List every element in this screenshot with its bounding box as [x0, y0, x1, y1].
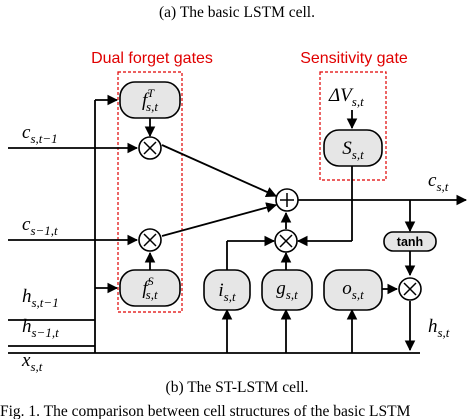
forget-gate-time-node	[119, 81, 181, 119]
candidate-label: gs,t	[276, 278, 298, 302]
dual-forget-gates-title: Dual forget gates	[91, 50, 213, 67]
figure-footer: Fig. 1. The comparison between cell stru…	[0, 403, 411, 419]
input-c-prev-time-label: cs,t−1	[22, 122, 58, 146]
candidate-node	[261, 269, 313, 311]
sensitivity-gate-title: Sensitivity gate	[300, 50, 408, 67]
multiply-icon	[274, 229, 298, 253]
input-gate-label: is,t	[218, 280, 236, 304]
multiply-icon	[398, 277, 422, 301]
tanh-label: tanh	[397, 235, 423, 249]
wire-mul-bottom-to-sum	[161, 202, 278, 237]
sensitivity-gate-label: Ss,t	[342, 138, 364, 162]
input-delta-v-label: ΔVs,t	[328, 85, 364, 109]
wire-mul-top-to-sum	[161, 144, 277, 197]
input-c-prev-space-label: cs−1,t	[22, 214, 58, 238]
forget-gate-space-node	[119, 269, 181, 307]
multiply-icon	[138, 228, 162, 252]
multiply-icon	[138, 136, 162, 160]
output-gate-node	[323, 269, 383, 311]
input-h-prev-time-label: hs,t−1	[22, 286, 59, 310]
output-c-label: cs,t	[428, 170, 449, 194]
caption-top: (a) The basic LSTM cell.	[159, 4, 315, 21]
sensitivity-gate-node	[323, 129, 383, 167]
plus-icon	[275, 188, 299, 212]
dual-forget-gates-box	[117, 71, 183, 313]
input-h-prev-space-label: hs−1,t	[22, 316, 59, 340]
tanh-node	[383, 231, 437, 252]
caption-bottom: (b) The ST-LSTM cell.	[166, 379, 309, 396]
input-x-label: xs,t	[21, 350, 43, 374]
input-gate-node	[203, 269, 251, 311]
output-gate-label: os,t	[342, 278, 364, 302]
output-h-label: hs,t	[428, 316, 450, 340]
sensitivity-gate-box	[319, 71, 387, 181]
